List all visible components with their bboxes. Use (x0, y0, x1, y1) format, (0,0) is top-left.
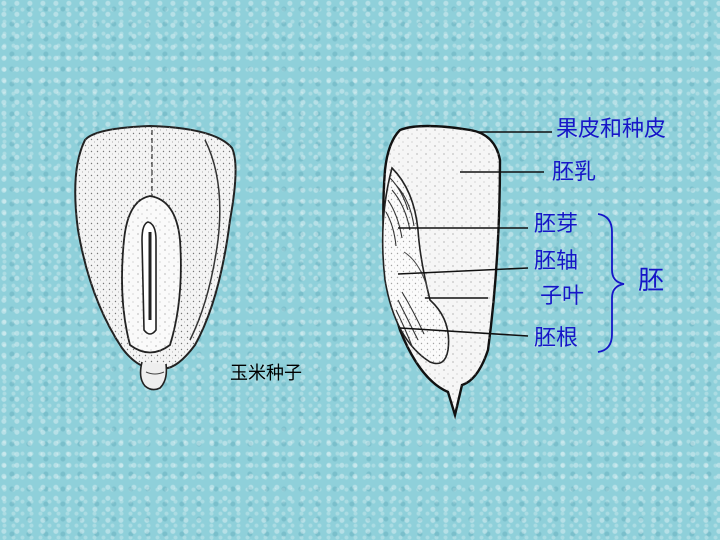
leader-lines (397, 131, 552, 337)
label-endosperm: 胚乳 (552, 160, 597, 185)
label-pericarp-seedcoat: 果皮和种皮 (556, 117, 667, 142)
label-plumule: 胚芽 (534, 212, 579, 237)
label-hypocotyl: 胚轴 (534, 249, 579, 274)
label-cotyledon: 子叶 (540, 284, 585, 309)
label-embryo: 胚 (638, 266, 665, 296)
label-radicle: 胚根 (534, 326, 579, 351)
kernel-section-drawing (381, 124, 502, 420)
whole-kernel-drawing (74, 124, 237, 391)
embryo-brace (597, 213, 625, 353)
figure-caption: 玉米种子 (230, 363, 302, 384)
